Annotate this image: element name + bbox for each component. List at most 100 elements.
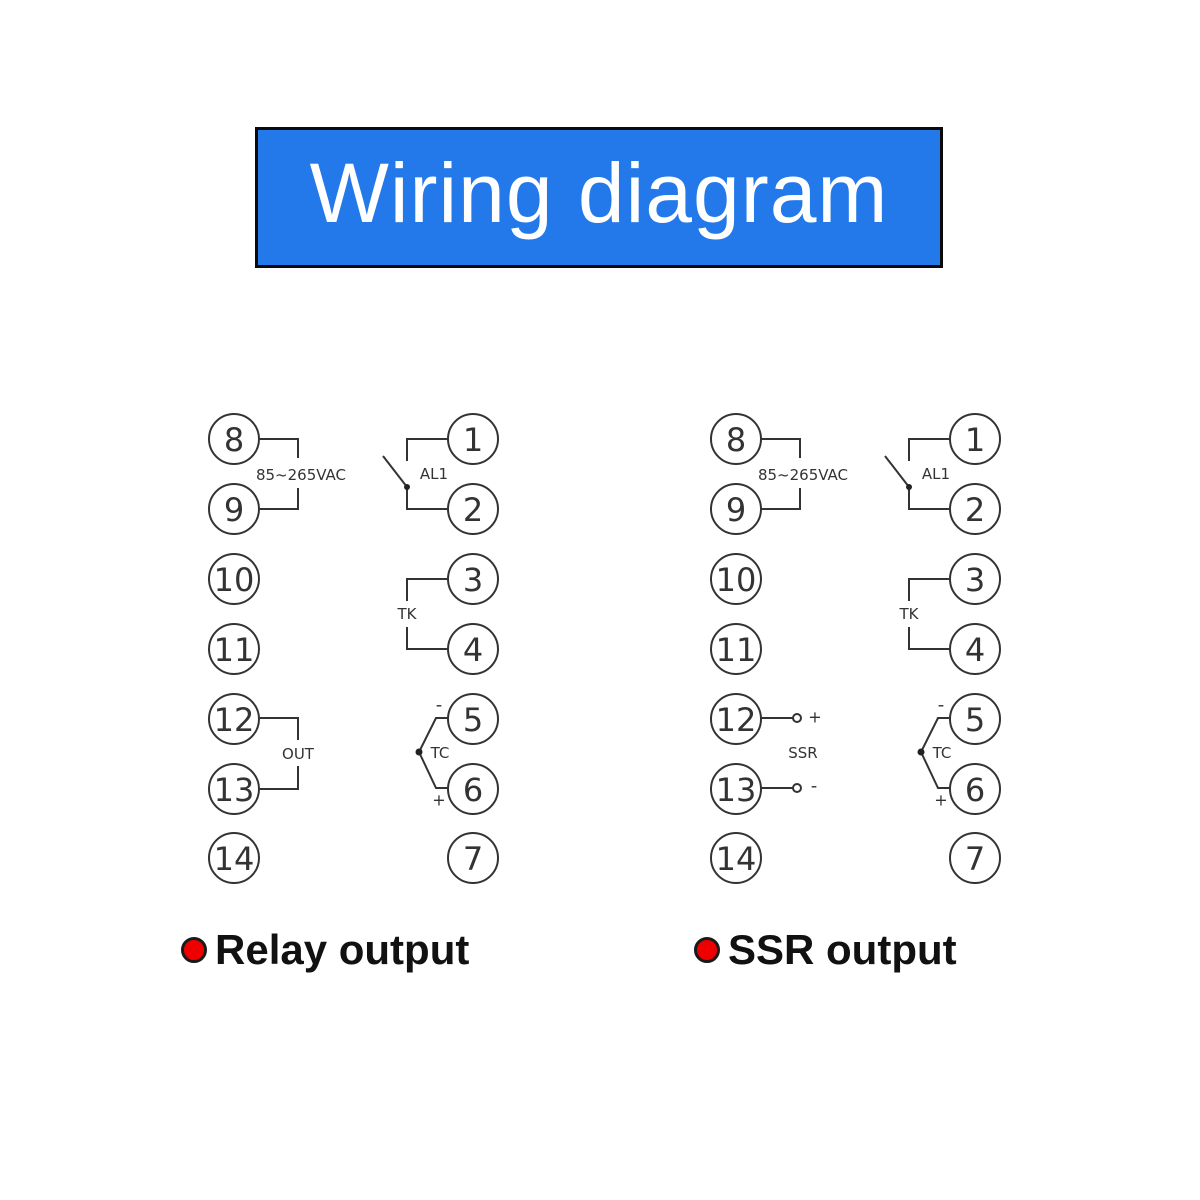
terminal-14: 14 [208, 832, 260, 884]
terminal-13: 13 [208, 763, 260, 815]
terminal-number: 14 [214, 840, 255, 878]
terminal-5: 5 [447, 693, 499, 745]
terminal-number: 2 [965, 491, 985, 529]
tc-label: TC [430, 744, 450, 762]
tk-wire-4 [908, 627, 950, 650]
terminal-circle [208, 832, 260, 884]
title-banner: Wiring diagram [255, 127, 943, 268]
terminal-number: 3 [463, 561, 483, 599]
tk-label: TK [899, 605, 920, 623]
terminal-7: 7 [949, 832, 1001, 884]
terminal-1: 1 [949, 413, 1001, 465]
tk-wire-4 [406, 627, 448, 650]
terminal-number: 8 [726, 421, 746, 459]
terminal-number: 14 [716, 840, 757, 878]
alarm-wire-2 [908, 487, 950, 510]
power-wire-9 [761, 488, 801, 510]
tc-label: TC [932, 744, 952, 762]
caption-relay: Relay output [181, 926, 469, 974]
terminal-1: 1 [447, 413, 499, 465]
terminal-9: 9 [208, 483, 260, 535]
terminal-number: 9 [224, 491, 244, 529]
terminal-number: 1 [463, 421, 483, 459]
terminal-circle [949, 832, 1001, 884]
bullet-icon [694, 937, 720, 963]
terminal-8: 8 [208, 413, 260, 465]
tk-wire-3 [908, 578, 950, 601]
output-label: OUT [282, 745, 315, 763]
terminal-number: 13 [716, 771, 757, 809]
terminal-circle [447, 832, 499, 884]
alarm-switch-blade [884, 455, 910, 488]
bullet-icon [181, 937, 207, 963]
terminal-number: 11 [214, 631, 255, 669]
tk-wire-3 [406, 578, 448, 601]
power-label: 85~265VAC [256, 466, 346, 484]
terminal-10: 10 [710, 553, 762, 605]
terminal-12: 12 [208, 693, 260, 745]
terminal-10: 10 [208, 553, 260, 605]
terminal-11: 11 [208, 623, 260, 675]
alarm-wire-1 [908, 438, 950, 461]
power-wire-9 [259, 488, 299, 510]
terminal-13: 13 [710, 763, 762, 815]
ssr-plus-terminal [792, 713, 802, 723]
out-wire-13 [259, 766, 299, 790]
terminal-4: 4 [447, 623, 499, 675]
alarm-wire-1 [406, 438, 448, 461]
terminal-number: 4 [463, 631, 483, 669]
output-label: SSR [788, 744, 817, 762]
caption-ssr: SSR output [694, 926, 957, 974]
terminal-number: 5 [463, 701, 483, 739]
terminal-number: 13 [214, 771, 255, 809]
terminal-6: 6 [447, 763, 499, 815]
terminal-2: 2 [949, 483, 1001, 535]
ssr-plus-label: + [808, 708, 821, 727]
out-wire-12 [259, 717, 299, 740]
alarm-wire-2 [406, 487, 448, 510]
terminal-number: 8 [224, 421, 244, 459]
terminal-number: 2 [463, 491, 483, 529]
page-title: Wiring diagram [309, 146, 889, 240]
alarm-switch-pivot [404, 484, 410, 490]
tc-junction [415, 748, 423, 756]
terminal-3: 3 [447, 553, 499, 605]
caption-ssr-text: SSR output [728, 926, 957, 973]
terminal-2: 2 [447, 483, 499, 535]
tc-minus-label: - [436, 695, 443, 716]
terminal-number: 4 [965, 631, 985, 669]
tc-plus-label: + [432, 791, 445, 810]
terminal-11: 11 [710, 623, 762, 675]
terminal-number: 10 [716, 561, 757, 599]
terminal-12: 12 [710, 693, 762, 745]
terminal-number: 10 [214, 561, 255, 599]
terminal-7: 7 [447, 832, 499, 884]
terminal-circle [710, 832, 762, 884]
terminal-number: 9 [726, 491, 746, 529]
alarm-label: AL1 [420, 465, 448, 483]
terminal-number: 6 [965, 771, 985, 809]
terminal-9: 9 [710, 483, 762, 535]
terminal-number: 6 [463, 771, 483, 809]
tc-plus-label: + [934, 791, 947, 810]
power-wire-8 [761, 438, 801, 458]
terminal-6: 6 [949, 763, 1001, 815]
alarm-switch-pivot [906, 484, 912, 490]
terminal-3: 3 [949, 553, 1001, 605]
alarm-switch-blade [382, 455, 408, 488]
terminal-number: 3 [965, 561, 985, 599]
power-label: 85~265VAC [758, 466, 848, 484]
ssr-minus-label: - [811, 776, 818, 797]
terminal-number: 12 [716, 701, 757, 739]
terminal-circle [208, 553, 260, 605]
terminal-circle [208, 623, 260, 675]
power-wire-8 [259, 438, 299, 458]
tc-minus-label: - [938, 695, 945, 716]
tk-label: TK [397, 605, 418, 623]
terminal-14: 14 [710, 832, 762, 884]
alarm-label: AL1 [922, 465, 950, 483]
terminal-number: 7 [463, 840, 483, 878]
